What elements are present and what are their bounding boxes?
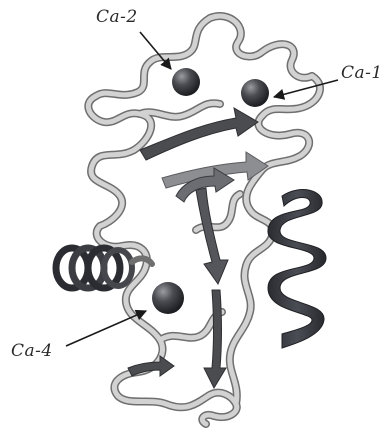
calcium-ion-1 [241,79,269,107]
alpha-helix-right [268,190,326,348]
beta-strand-4 [204,290,226,388]
beta-sheet [128,108,268,388]
arrow-ca1 [274,80,338,97]
calcium-ion-2 [172,68,200,96]
label-ca4: Ca-4 [11,341,53,361]
beta-strand-3 [196,188,228,284]
arrow-ca4 [66,311,146,346]
label-ca1: Ca-1 [341,63,382,83]
beta-strand-6 [128,356,174,376]
label-ca2: Ca-2 [96,7,138,27]
calcium-ion-4 [152,282,184,314]
